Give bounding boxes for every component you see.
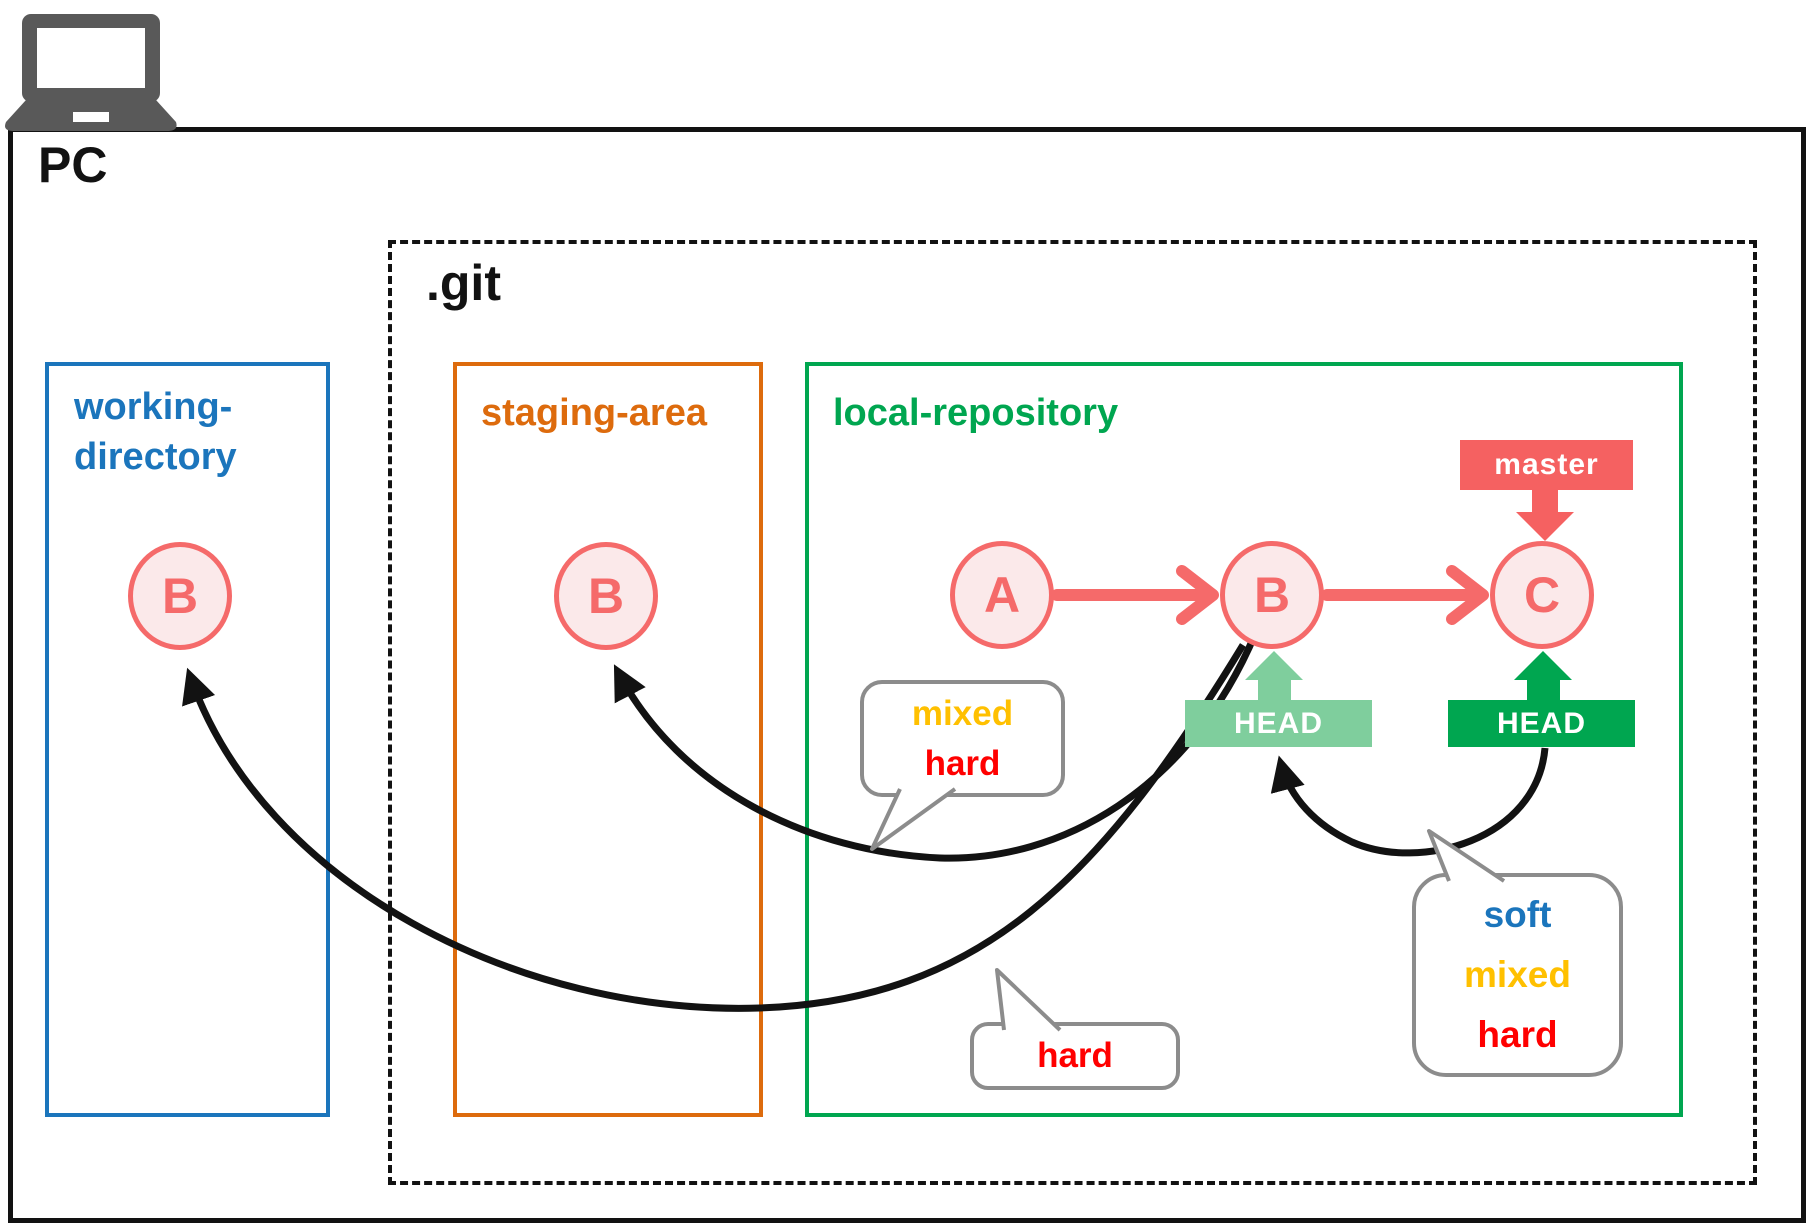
working-directory-label: working- directory [74,382,237,482]
head-b-pointer-arrow [1245,651,1303,701]
head-move-curve [1270,747,1549,857]
pc-box [8,127,1806,1223]
callout-line-hard: hard [1037,1036,1113,1075]
commit-node-working-b: B [128,542,232,650]
head-badge-on-b: HEAD [1185,700,1372,747]
commit-node-label: C [1523,567,1561,623]
working-directory-box [45,362,330,1117]
laptop-screen [37,28,145,88]
laptop-notch [73,112,109,122]
commit-node-label: B [1253,567,1291,623]
arrow-a-to-b [1051,565,1219,625]
master-branch-badge: master [1460,440,1633,490]
commit-node-label: B [161,568,199,624]
callout-hard: hard [970,1022,1180,1090]
callout-line-hard: hard [1477,1014,1558,1055]
git-folder-box [388,240,1757,1185]
commit-node-c: C [1490,541,1594,649]
commit-node-b: B [1220,541,1324,649]
callout-line-hard: hard [924,743,1001,783]
callout-mixed-hard: mixed hard [860,680,1065,797]
working-directory-label-line1: working- [74,386,233,428]
commit-node-label: B [587,568,625,624]
commit-node-staging-b: B [554,542,658,650]
commit-node-a: A [950,541,1054,649]
commit-node-label: A [983,567,1021,623]
reset-curve-to-working [182,643,1246,1012]
head-c-pointer-arrow [1514,651,1572,701]
staging-area-label: staging-area [481,392,707,434]
laptop-icon [5,14,177,131]
callout-line-mixed: mixed [1464,954,1571,995]
local-repository-box [805,362,1683,1117]
callout-line-mixed: mixed [911,693,1014,733]
callout-soft-mixed-hard: soft mixed hard [1412,873,1623,1077]
git-label: .git [426,255,501,311]
working-directory-label-line2: directory [74,436,237,479]
arrow-b-to-c [1321,565,1489,625]
callout-line-soft: soft [1483,894,1552,935]
staging-area-box [453,362,763,1117]
head-badge-on-c: HEAD [1448,700,1635,747]
master-pointer-arrow [1516,488,1574,541]
reset-curve-to-staging [613,630,1260,862]
pc-label: PC [38,137,108,193]
local-repository-label: local-repository [833,392,1119,434]
